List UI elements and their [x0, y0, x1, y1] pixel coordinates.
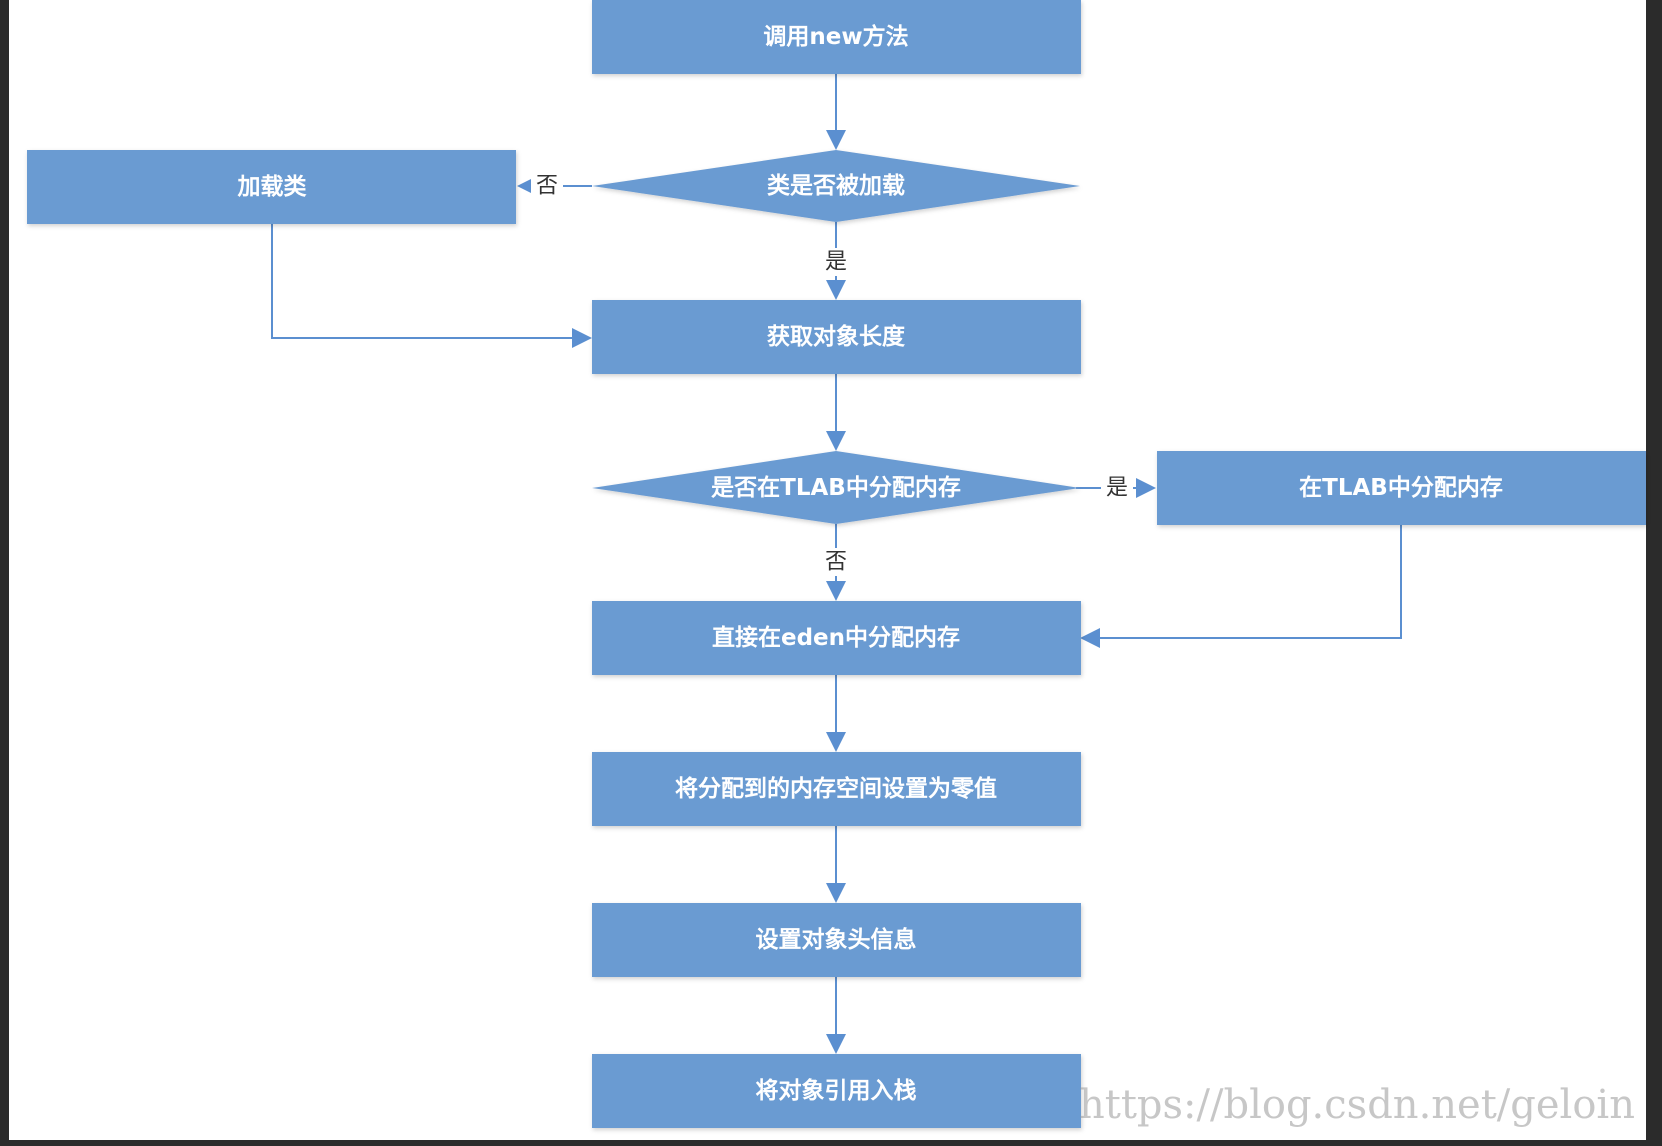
node-alloc-eden-label: 直接在eden中分配内存 [712, 624, 960, 651]
node-set-header [592, 903, 1081, 977]
node-zero-memory [592, 752, 1081, 826]
node-zero-memory-label: 将分配到的内存空间设置为零值 [675, 775, 997, 802]
node-push-ref-label: 将对象引用入栈 [756, 1077, 917, 1104]
edge-label-no-tlab: 否 [825, 550, 847, 575]
node-call-new [592, 0, 1081, 74]
node-load-class-label: 加载类 [237, 174, 307, 200]
node-push-ref [592, 1054, 1081, 1128]
flowchart: 否 是 是 否 调用new方法 类是否被加载 加载类 获取对象长度 是否在TLA… [27, 0, 1646, 1128]
diagram-canvas: 否 是 是 否 调用new方法 类是否被加载 加载类 获取对象长度 是否在TLA… [9, 0, 1646, 1140]
edge-label-no-load: 否 [536, 174, 558, 199]
node-class-loaded-decision [592, 150, 1080, 222]
node-set-header-label: 设置对象头信息 [756, 926, 917, 953]
edge-label-yes-loaded: 是 [825, 250, 847, 275]
node-get-length [592, 300, 1081, 374]
watermark: https://blog.csdn.net/geloin [1079, 1082, 1635, 1128]
node-get-length-label: 获取对象长度 [767, 323, 906, 350]
edge-loadclass-to-length [271, 224, 592, 348]
node-alloc-eden [592, 601, 1081, 675]
edge-tlab-to-eden [1080, 524, 1402, 648]
node-tlab-decision-label: 是否在TLAB中分配内存 [711, 474, 961, 501]
node-class-loaded-label: 类是否被加载 [767, 173, 905, 199]
node-alloc-tlab [1157, 451, 1646, 525]
edge-label-yes-tlab: 是 [1106, 476, 1128, 501]
node-load-class [27, 150, 516, 224]
node-call-new-label: 调用new方法 [763, 23, 908, 50]
node-alloc-tlab-label: 在TLAB中分配内存 [1299, 474, 1503, 501]
node-tlab-decision [592, 451, 1080, 524]
